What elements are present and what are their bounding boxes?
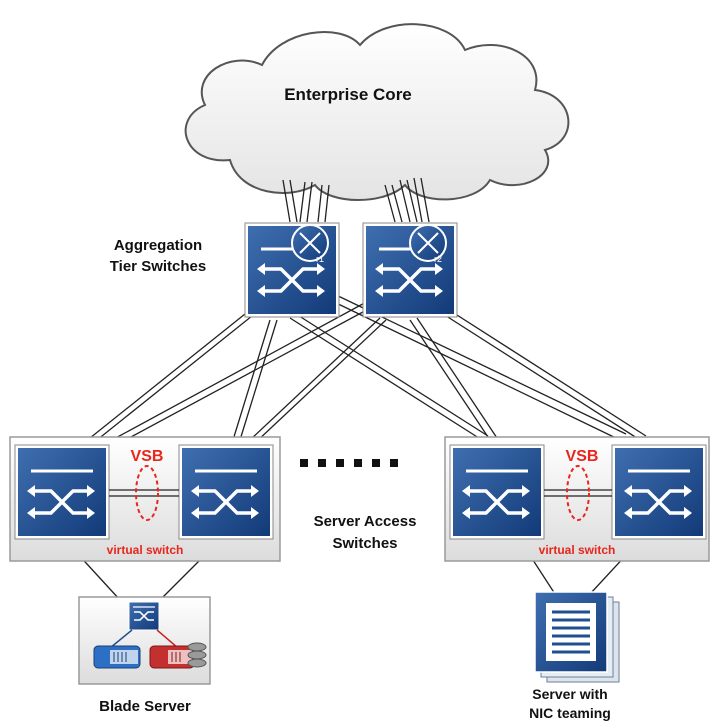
access-group-left: VSB virtual switch — [9, 436, 281, 562]
vsb-link-ellipse — [566, 465, 590, 521]
nic-server-label-line1: Server with — [532, 686, 607, 702]
access-label-line2: Switches — [332, 535, 397, 552]
core-label: Enterprise Core — [284, 85, 412, 104]
vsb-label: VSB — [131, 448, 164, 465]
access-label-line1: Server Access — [314, 513, 417, 530]
switch-badge-label: r2 — [434, 254, 442, 264]
vsb-link-ellipse — [135, 465, 159, 521]
aggregation-label-line2: Tier Switches — [110, 258, 206, 275]
virtual-switch-label: virtual switch — [539, 543, 616, 557]
cloud-icon — [184, 23, 570, 201]
links — [64, 177, 647, 601]
aggregation-label-line1: Aggregation — [114, 237, 202, 254]
vsb-label: VSB — [566, 448, 599, 465]
aggregation-switch-1: r1 — [243, 221, 341, 319]
blade-server-icon — [78, 596, 211, 685]
virtual-switch-label: virtual switch — [107, 543, 184, 557]
blade-server-label: Blade Server — [99, 698, 191, 715]
aggregation-switch-2: r2 — [361, 221, 459, 319]
ellipsis-dots — [300, 459, 398, 467]
access-group-right: VSB virtual switch — [444, 436, 710, 562]
switch-badge-label: r1 — [316, 254, 324, 264]
document-server-icon — [534, 591, 620, 683]
nic-server-label-line2: NIC teaming — [529, 705, 611, 721]
